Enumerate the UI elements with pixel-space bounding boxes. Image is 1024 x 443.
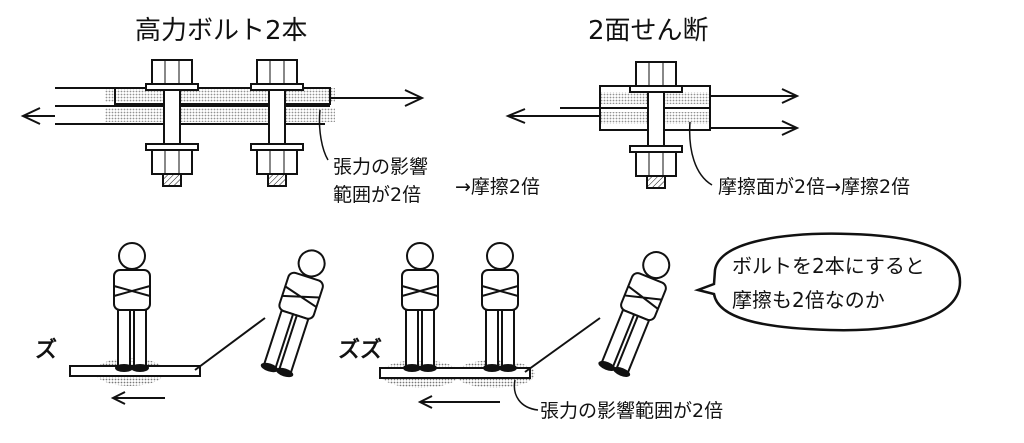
sfx-slide-two: ズズ <box>338 338 383 363</box>
sfx-slide-one: ズ <box>35 338 58 363</box>
tension-label-line2: 範囲が2倍 <box>333 184 422 206</box>
friction-surface-label: 摩擦面が2倍→摩擦2倍 <box>718 176 911 198</box>
single-worker-scene <box>69 242 334 405</box>
speech-bubble-line1: ボルトを2本にすると <box>732 254 925 278</box>
tension-result-label: →摩擦2倍 <box>455 176 541 198</box>
title-two-bolts: 高力ボルト2本 <box>135 16 308 46</box>
title-double-shear: 2面せん断 <box>588 16 709 46</box>
tension-label-line1: 張力の影響 <box>333 156 429 178</box>
speech-bubble-line2: 摩擦も2倍なのか <box>732 288 885 312</box>
speech-bubble-outline <box>693 232 962 332</box>
double-shear-diagram <box>505 61 800 189</box>
two-bolt-joint-diagram <box>20 59 425 187</box>
bottom-tension-label: 張力の影響範囲が2倍 <box>540 400 724 422</box>
two-worker-scene <box>379 242 679 411</box>
